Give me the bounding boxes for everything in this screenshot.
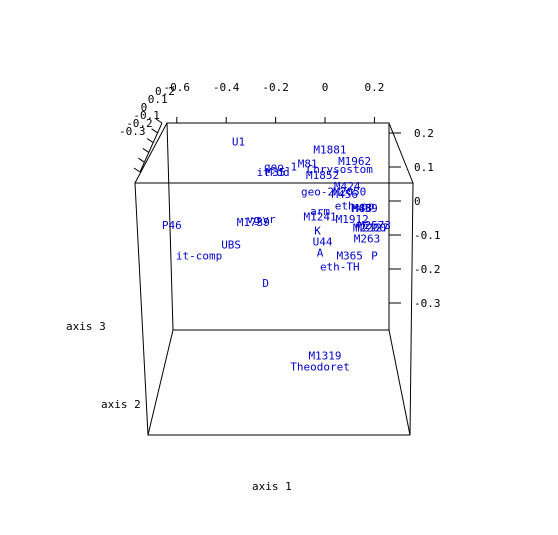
point-label: M2200 (353, 222, 386, 235)
z-axis-label: axis 3 (66, 320, 106, 333)
point-label: it-comp (176, 249, 222, 262)
x-tick-label: -0.6 (164, 81, 191, 94)
point-label: M456 (332, 188, 359, 201)
point-label: U1 (232, 135, 245, 148)
y-tick-mark (142, 147, 150, 153)
point-label: M365 (336, 249, 363, 262)
point-label: vg (247, 213, 260, 226)
point-label: M2573 (358, 219, 391, 232)
point-label: eth-pp (335, 199, 375, 212)
point-label: K (314, 224, 321, 237)
y-tick-label: 0.1 (148, 93, 168, 106)
y-tick-label: 0.2 (155, 85, 175, 98)
point-label: M263 (354, 233, 381, 246)
axis-label-layer: axis 1 axis 2 axis 3 (66, 320, 292, 493)
point-label: it-dd (257, 166, 290, 179)
point-label: P46 (162, 219, 182, 232)
y-tick-mark (133, 167, 141, 173)
point-label: A (317, 247, 324, 260)
point-label: geo-1 (264, 160, 297, 173)
edge-bottom-right (388, 329, 411, 436)
x-tick-label: 0 (322, 81, 329, 94)
y-tick-mark (146, 138, 154, 144)
point-label: M459 (351, 202, 378, 215)
point-label: Chrysostom (307, 163, 374, 176)
y-axis-line (139, 122, 163, 173)
point-label: M1881 (313, 144, 346, 157)
point-label: M81 (298, 158, 318, 171)
y-tick-label: -0.2 (126, 117, 153, 130)
point-label: arm (310, 205, 330, 218)
point-label: M35 (266, 166, 286, 179)
z-tick-label: 0 (414, 195, 421, 208)
point-label: eth-TH (320, 261, 360, 274)
plot-box (134, 122, 414, 436)
point-label: M1319 (308, 349, 341, 362)
z-tick-label: -0.1 (414, 229, 441, 242)
x-axis-label: axis 1 (252, 480, 292, 493)
point-label: D (262, 277, 269, 290)
z-tick-label: -0.2 (414, 263, 441, 276)
y-tick-mark (155, 118, 163, 124)
point-label: M88 (352, 202, 372, 215)
point-label: P (371, 249, 378, 262)
y-tick-label: 0 (141, 101, 148, 114)
edge-bottom-left (147, 329, 174, 436)
y-tick-mark (151, 128, 158, 134)
z-tick-label: -0.3 (414, 297, 441, 310)
z-tick-label: 0.2 (414, 127, 434, 140)
z-tick-label: 0.1 (414, 161, 434, 174)
x-tick-label: -0.4 (213, 81, 240, 94)
point-label: geo-2 (301, 185, 334, 198)
point-label: M1912 (336, 213, 369, 226)
point-label: UBS (221, 238, 241, 251)
point-label: syr (256, 213, 276, 226)
edge-top-right (388, 122, 414, 184)
y-tick-label: -0.1 (133, 109, 160, 122)
point-label: M2127 (355, 222, 388, 235)
point-label: Theodoret (290, 361, 350, 374)
point-label: M424 (334, 180, 361, 193)
point-label: M1739 (237, 216, 270, 229)
point-label: M1852 (306, 169, 339, 182)
y-tick-mark (138, 157, 145, 163)
x-tick-label: -0.2 (262, 81, 289, 94)
x-tick-label: 0.2 (364, 81, 384, 94)
y-tick-label: -0.3 (119, 125, 146, 138)
point-label: U44 (313, 235, 333, 248)
edge-top-left (134, 122, 168, 184)
point-label: M1962 (338, 155, 371, 168)
point-label: M2050 (333, 185, 366, 198)
y-axis-label: axis 2 (101, 398, 141, 411)
point-label: M1241 (303, 210, 336, 223)
